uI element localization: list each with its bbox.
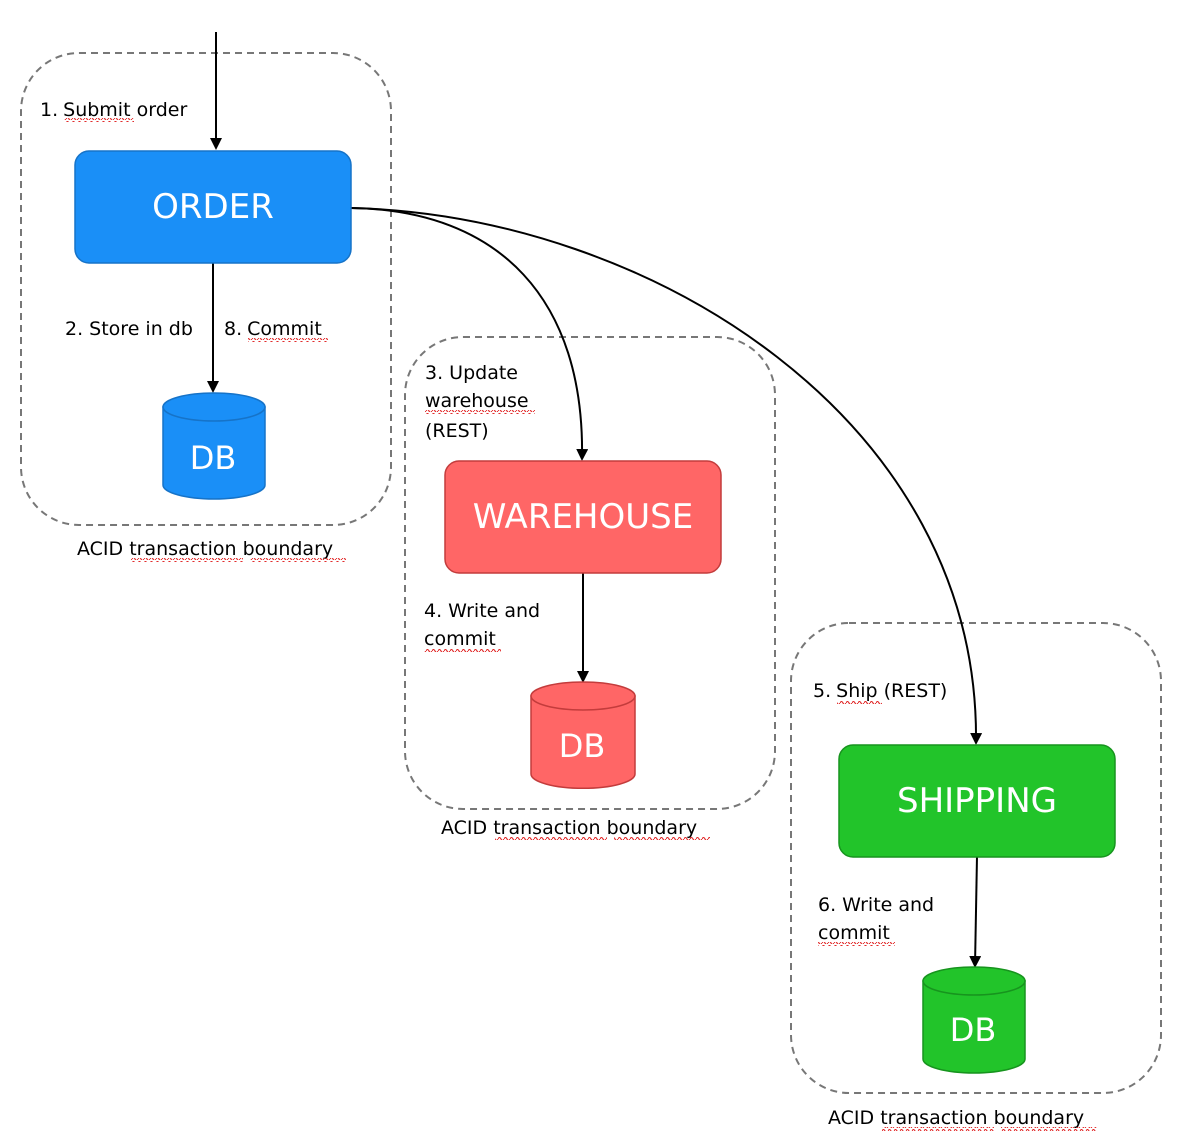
shipping-db-top <box>922 966 1026 996</box>
shipping-db-body <box>922 980 1026 1074</box>
step-submit-order-label: 1.Submit order <box>40 99 187 121</box>
update-warehouse-arrow <box>350 207 589 461</box>
spellcheck-underline <box>64 118 134 122</box>
spellcheck-underline <box>131 558 243 562</box>
warehouse-service-label: WAREHOUSE <box>473 497 693 537</box>
step-shipping-write-commit-label: 6. Write and commit <box>818 894 940 944</box>
spellcheck-underline <box>250 558 346 562</box>
spellcheck-underline <box>248 338 328 342</box>
spellcheck-underline <box>495 837 607 841</box>
warehouse-service: WAREHOUSE <box>444 460 722 574</box>
step-ship-label: 5.Ship (REST) <box>813 680 947 702</box>
order-database: DB <box>162 392 266 500</box>
shipping-boundary-caption: ACID transaction boundary <box>828 1107 1084 1129</box>
step-update-warehouse-label: 3. Update warehouse (REST) <box>425 362 535 442</box>
shipping-database: DB <box>922 966 1026 1074</box>
order-db-body <box>162 406 266 500</box>
order-service-label: ORDER <box>152 187 274 227</box>
ship-arrow <box>350 207 983 745</box>
shipping-write-arrow <box>969 855 982 968</box>
spellcheck-underline <box>837 700 882 704</box>
order-boundary-caption: ACID transaction boundary <box>77 538 333 560</box>
shipping-transaction-boundary <box>790 622 1162 1094</box>
order-transaction-boundary <box>20 52 392 526</box>
warehouse-db-label: DB <box>559 727 606 765</box>
shipping-service-box <box>838 744 1116 858</box>
warehouse-boundary-caption: ACID transaction boundary <box>441 817 697 839</box>
order-db-label: DB <box>190 439 237 477</box>
step-commit-label: 8.Commit <box>224 318 322 340</box>
step-warehouse-write-commit-label: 4. Write and commit <box>424 600 546 650</box>
spellcheck-underline <box>818 942 895 946</box>
shipping-service: SHIPPING <box>838 744 1116 858</box>
order-db-top <box>162 392 266 422</box>
order-service-box <box>74 150 352 264</box>
spellcheck-underline <box>614 837 710 841</box>
shipping-db-label: DB <box>950 1011 997 1049</box>
spellcheck-underline <box>424 648 501 652</box>
warehouse-database: DB <box>530 681 636 790</box>
warehouse-db-top <box>530 681 636 711</box>
warehouse-transaction-boundary <box>404 336 776 810</box>
shipping-service-label: SHIPPING <box>897 781 1057 821</box>
warehouse-service-box <box>444 460 722 574</box>
spellcheck-underline <box>882 1127 994 1131</box>
warehouse-db-body <box>530 695 636 790</box>
step-store-in-db-label: 2. Store in db <box>65 318 193 340</box>
spellcheck-underline <box>425 410 535 414</box>
spellcheck-underline <box>1001 1127 1097 1131</box>
order-service: ORDER <box>74 150 352 264</box>
